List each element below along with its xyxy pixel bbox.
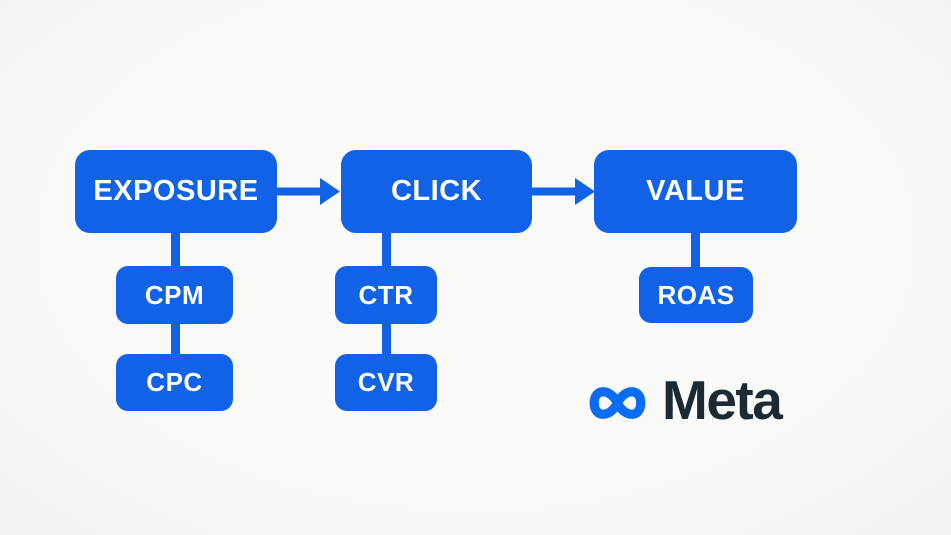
- node-cvr-label: CVR: [357, 367, 415, 397]
- meta-logo: Meta: [587, 369, 783, 431]
- arrow-exposure-to-click-icon: [276, 178, 340, 205]
- node-value: VALUE: [594, 150, 797, 233]
- node-cpc-label: CPC: [146, 367, 203, 397]
- node-ctr: CTR: [335, 266, 437, 324]
- node-ctr-label: CTR: [358, 279, 414, 310]
- meta-infinity-icon: [589, 387, 646, 419]
- arrow-click-to-value-icon: [531, 178, 595, 205]
- connector-value-roas: [691, 230, 700, 270]
- node-cpc: CPC: [116, 354, 233, 411]
- node-roas: ROAS: [639, 267, 753, 323]
- connector-cpm-cpc: [171, 322, 180, 357]
- connector-ctr-cvr: [382, 322, 391, 357]
- node-cpm-label: CPM: [144, 279, 205, 310]
- node-exposure: EXPOSURE: [75, 150, 277, 233]
- meta-wordmark: Meta: [662, 369, 783, 431]
- node-click: CLICK: [341, 150, 532, 233]
- node-value-label: VALUE: [646, 175, 745, 207]
- node-click-label: CLICK: [390, 175, 483, 207]
- node-roas-label: ROAS: [657, 279, 735, 310]
- node-cvr: CVR: [335, 354, 437, 411]
- connector-exposure-cpm: [171, 230, 180, 270]
- node-exposure-label: EXPOSURE: [93, 175, 259, 207]
- node-cpm: CPM: [116, 266, 233, 324]
- connector-click-ctr: [382, 230, 391, 270]
